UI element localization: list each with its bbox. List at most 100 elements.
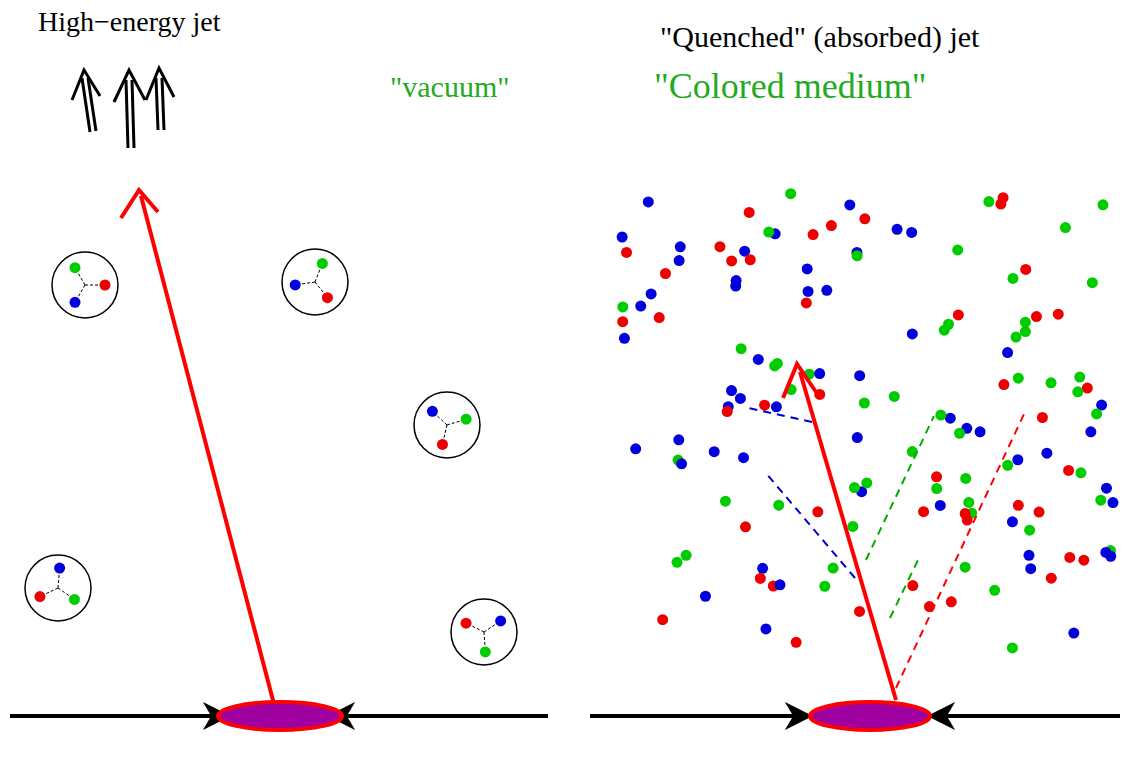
color-charge bbox=[1041, 448, 1052, 459]
baryon bbox=[461, 618, 472, 629]
color-charge bbox=[945, 413, 956, 424]
color-charge bbox=[859, 213, 870, 224]
color-charge bbox=[1100, 547, 1111, 558]
color-charge bbox=[889, 391, 900, 402]
color-charge bbox=[1013, 500, 1024, 511]
baryon bbox=[282, 249, 348, 315]
color-charge bbox=[1107, 497, 1118, 508]
color-charge bbox=[828, 563, 839, 574]
color-charge bbox=[960, 473, 971, 484]
color-charge bbox=[1007, 273, 1018, 284]
color-charge bbox=[1024, 525, 1035, 536]
color-charge bbox=[676, 458, 687, 469]
color-charge bbox=[1007, 516, 1018, 527]
baryon bbox=[495, 615, 506, 626]
beam-line bbox=[10, 714, 228, 718]
color-charge bbox=[643, 196, 654, 207]
color-charge bbox=[801, 297, 812, 308]
color-charge bbox=[740, 521, 751, 532]
color-charge bbox=[744, 207, 755, 218]
baryon bbox=[427, 406, 438, 417]
color-charge bbox=[819, 581, 830, 592]
color-charge bbox=[852, 250, 863, 261]
jet-arrow bbox=[121, 190, 275, 708]
color-charge bbox=[646, 288, 657, 299]
quenched-jet-arrow bbox=[783, 364, 896, 700]
baryon bbox=[414, 392, 480, 458]
color-charge bbox=[1091, 408, 1102, 419]
baryon bbox=[69, 594, 80, 605]
color-charge bbox=[726, 255, 737, 266]
baryon bbox=[282, 249, 348, 315]
color-charge bbox=[907, 328, 918, 339]
color-charge bbox=[975, 426, 986, 437]
color-charge bbox=[952, 244, 963, 255]
color-charge bbox=[1023, 550, 1034, 561]
color-charge bbox=[1101, 483, 1112, 494]
quenched-jet-arrow bbox=[783, 364, 816, 398]
gluon-radiation bbox=[866, 416, 934, 560]
color-charge bbox=[617, 316, 628, 327]
color-charge bbox=[635, 301, 646, 312]
color-charge bbox=[745, 254, 756, 265]
jet-fragments bbox=[146, 68, 174, 100]
color-charge bbox=[674, 255, 685, 266]
color-charge bbox=[760, 623, 771, 634]
color-charge bbox=[998, 379, 1009, 390]
color-charge bbox=[1020, 326, 1031, 337]
jet-label: "Quenched" (absorbed) jet bbox=[660, 22, 979, 52]
color-charge bbox=[852, 432, 863, 443]
color-charge bbox=[892, 224, 903, 235]
color-charge bbox=[1095, 495, 1106, 506]
baryon bbox=[414, 392, 480, 458]
baryon bbox=[480, 646, 491, 657]
color-charge bbox=[714, 241, 725, 252]
color-charge bbox=[1074, 372, 1085, 383]
color-charge bbox=[1020, 264, 1031, 275]
color-charge bbox=[931, 471, 942, 482]
color-charge bbox=[1020, 317, 1031, 328]
color-charge bbox=[859, 397, 870, 408]
baryon bbox=[70, 297, 81, 308]
color-charge bbox=[731, 275, 742, 286]
color-charge bbox=[849, 482, 860, 493]
baryon bbox=[461, 414, 472, 425]
color-charge bbox=[989, 585, 1000, 596]
color-charge bbox=[763, 227, 774, 238]
color-charge bbox=[700, 591, 711, 602]
color-charge bbox=[962, 515, 973, 526]
color-charge bbox=[785, 188, 796, 199]
color-charge bbox=[755, 573, 766, 584]
color-charge bbox=[617, 301, 628, 312]
color-charge bbox=[1031, 311, 1042, 322]
color-charge bbox=[812, 506, 823, 517]
jet-fragments bbox=[156, 78, 164, 130]
jet-fragments bbox=[72, 70, 100, 100]
color-charge bbox=[808, 229, 819, 240]
color-charge bbox=[821, 285, 832, 296]
jet-arrow bbox=[141, 196, 275, 708]
color-charge bbox=[1012, 454, 1023, 465]
color-charge bbox=[1068, 628, 1079, 639]
color-charge bbox=[617, 231, 628, 242]
color-charge bbox=[1002, 460, 1013, 471]
jet-arrow bbox=[121, 190, 158, 218]
color-charge bbox=[826, 220, 837, 231]
color-charge bbox=[814, 368, 825, 379]
gluon-radiation bbox=[896, 414, 1024, 688]
color-charge bbox=[847, 521, 858, 532]
color-charge bbox=[1034, 507, 1045, 518]
color-charge bbox=[946, 596, 957, 607]
color-charge bbox=[907, 580, 918, 591]
color-charge bbox=[943, 319, 954, 330]
color-charge bbox=[1002, 347, 1013, 358]
color-charge bbox=[1011, 332, 1022, 343]
color-charge bbox=[791, 637, 802, 648]
color-charge bbox=[738, 452, 749, 463]
color-charge bbox=[753, 354, 764, 365]
color-charge bbox=[1053, 309, 1064, 320]
gluon-radiation bbox=[765, 472, 855, 578]
color-charge bbox=[854, 370, 865, 381]
baryon bbox=[54, 563, 65, 574]
color-charge bbox=[1064, 552, 1075, 563]
